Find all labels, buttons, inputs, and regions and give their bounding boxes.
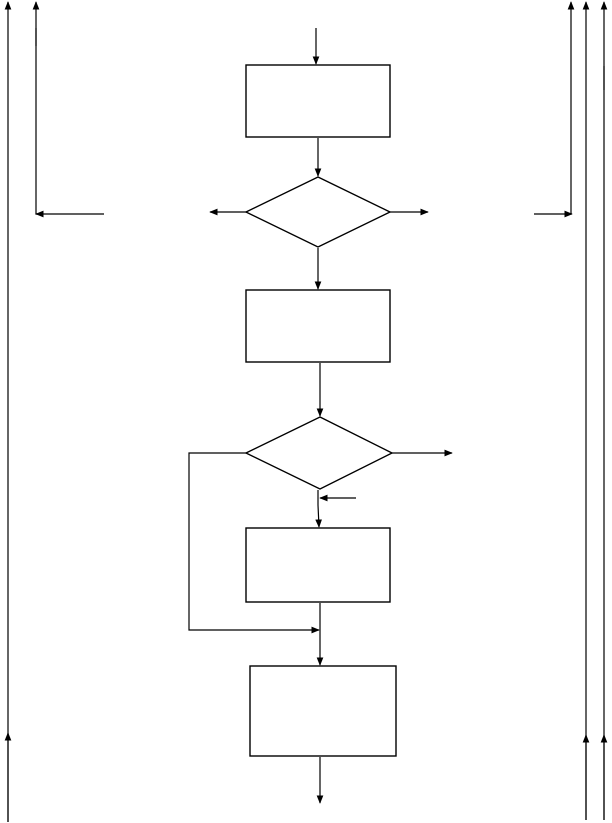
shape-process-2 <box>245 289 391 363</box>
connector-left-feedback <box>35 28 104 215</box>
shape-decision-2 <box>244 416 394 490</box>
connector-d2-to-p3 <box>315 490 323 528</box>
connector-d2-left-bypass <box>188 452 320 634</box>
shape-decision-1 <box>244 176 392 248</box>
shape-process-1 <box>245 64 391 138</box>
shape-process-4 <box>249 665 397 757</box>
shape-process-3 <box>245 527 391 603</box>
